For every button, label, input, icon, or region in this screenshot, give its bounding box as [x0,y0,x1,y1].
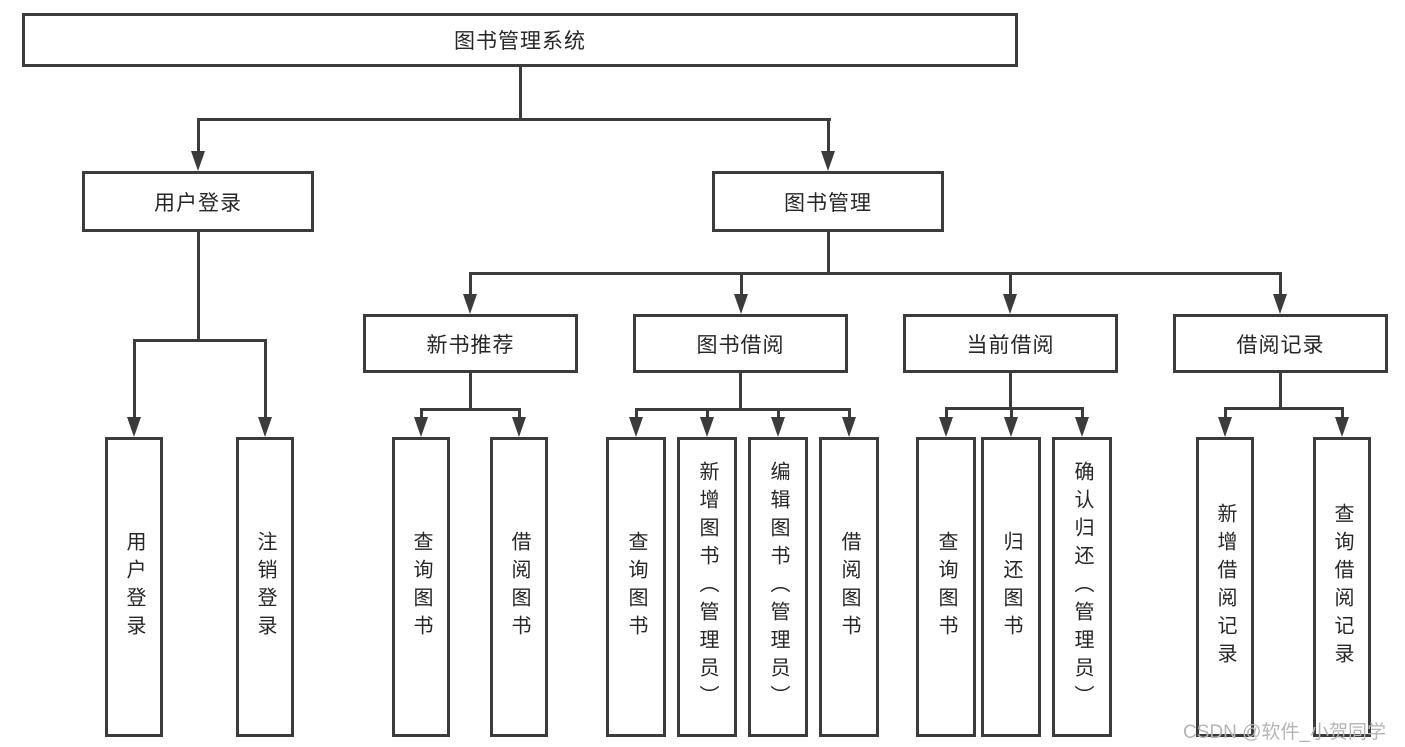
arrow-into-cur-confirm [1075,417,1089,437]
connector-level3-hline [469,272,1282,275]
leaf-current-return-books-label: 归还图书 [1000,531,1022,643]
connector-current-stub [1009,272,1012,295]
node-book-management: 图书管理 [712,171,944,232]
connector-recommend-children-hline [420,408,520,411]
arrow-into-rcd-query [1335,417,1349,437]
connector-level2-hline [197,118,831,121]
connector-bor-query-stub [635,408,638,418]
node-current-borrow-label: 当前借阅 [966,333,1055,357]
leaf-recommend-borrow-books: 借阅图书 [490,437,548,737]
leaf-user-login: 用户登录 [105,437,163,737]
leaf-borrow-edit-books-admin-label: 编辑图书（管理员） [767,461,789,713]
node-user-login-label: 用户登录 [154,191,242,215]
connector-cur-confirm-stub [1081,407,1084,418]
leaf-borrow-borrow-books-label: 借阅图书 [838,531,860,643]
arrow-into-leaf-user-login [127,417,141,437]
leaf-records-query-record-label: 查询借阅记录 [1331,503,1353,671]
arrow-into-current-borrow [1003,294,1017,314]
arrow-into-bor-edit [771,417,785,437]
arrow-into-cur-query [939,417,953,437]
connector-borrow-children-hline [635,408,851,411]
arrow-into-user-login [191,151,205,171]
connector-rec-borrow-stub [518,408,521,418]
connector-rec-query-stub [420,408,423,418]
connector-bor-edit-stub [777,408,780,418]
leaf-borrow-query-books-label: 查询图书 [625,531,647,643]
connector-current-children-hline [945,407,1084,410]
arrow-into-cur-return [1004,417,1018,437]
arrow-into-book-borrow [734,294,748,314]
connector-rcd-query-stub [1341,407,1344,418]
leaf-user-login-label: 用户登录 [123,531,145,643]
leaf-current-return-books: 归还图书 [981,437,1041,737]
connector-rcd-add-stub [1224,407,1227,418]
connector-bor-add-stub [706,408,709,418]
leaf-recommend-borrow-books-label: 借阅图书 [508,531,530,643]
leaf-borrow-query-books: 查询图书 [606,437,666,737]
arrow-into-bor-borrow [842,417,856,437]
node-new-book-recommend: 新书推荐 [363,314,578,373]
node-borrow-records: 借阅记录 [1173,314,1388,373]
leaf-borrow-borrow-books: 借阅图书 [819,437,879,737]
connector-current-vline [1009,373,1012,407]
connector-records-vline [1279,373,1282,407]
leaf-borrow-add-books-admin: 新增图书（管理员） [677,437,737,737]
leaf-records-query-record: 查询借阅记录 [1313,437,1371,737]
leaf-recommend-query-books-label: 查询图书 [410,531,432,643]
connector-cur-return-stub [1010,407,1013,418]
connector-cur-query-stub [945,407,948,418]
leaf-logout-label: 注销登录 [254,531,276,643]
node-borrow-records-label: 借阅记录 [1236,333,1325,357]
node-book-management-label: 图书管理 [784,191,872,215]
leaf-borrow-add-books-admin-label: 新增图书（管理员） [696,461,718,713]
connector-mgmt-vline [827,232,830,272]
arrow-into-bor-add [700,417,714,437]
node-root-label: 图书管理系统 [454,30,586,53]
connector-borrow-stub [740,272,743,295]
connector-login-vline [197,232,200,339]
leaf-current-query-books: 查询图书 [916,437,976,737]
csdn-watermark: CSDN @软件_小贺同学 [1183,722,1386,743]
leaf-current-query-books-label: 查询图书 [935,531,957,643]
connector-recommend-stub [469,272,472,295]
node-new-book-recommend-label: 新书推荐 [426,333,515,357]
connector-mgmt-stub [827,118,830,153]
arrow-into-book-management [821,151,835,171]
connector-login-children-hline [133,339,267,342]
connector-root-vline [519,67,522,118]
arrow-into-leaf-logout [258,417,272,437]
leaf-logout: 注销登录 [236,437,294,737]
connector-leaf-login-stub [133,339,136,418]
node-root: 图书管理系统 [22,13,1018,67]
arrow-into-rcd-add [1218,417,1232,437]
connector-recommend-vline [469,373,472,408]
node-book-borrow: 图书借阅 [633,314,848,373]
connector-records-stub [1279,272,1282,295]
arrow-into-borrow-records [1273,294,1287,314]
leaf-borrow-edit-books-admin: 编辑图书（管理员） [748,437,808,737]
leaf-records-add-record-label: 新增借阅记录 [1214,503,1236,671]
connector-login-stub [197,118,200,153]
leaf-records-add-record: 新增借阅记录 [1196,437,1254,737]
connector-records-children-hline [1224,407,1344,410]
arrow-into-new-book-recommend [463,294,477,314]
arrow-into-rec-borrow [512,417,526,437]
connector-borrow-vline [739,373,742,408]
leaf-current-confirm-return-admin: 确认归还（管理员） [1052,437,1112,737]
node-current-borrow: 当前借阅 [903,314,1118,373]
connector-bor-borrow-stub [848,408,851,418]
node-user-login: 用户登录 [82,171,314,232]
leaf-current-confirm-return-admin-label: 确认归还（管理员） [1071,461,1093,713]
leaf-recommend-query-books: 查询图书 [392,437,450,737]
arrow-into-rec-query [414,417,428,437]
arrow-into-bor-query [629,417,643,437]
node-book-borrow-label: 图书借阅 [696,333,785,357]
connector-leaf-logout-stub [264,339,267,418]
